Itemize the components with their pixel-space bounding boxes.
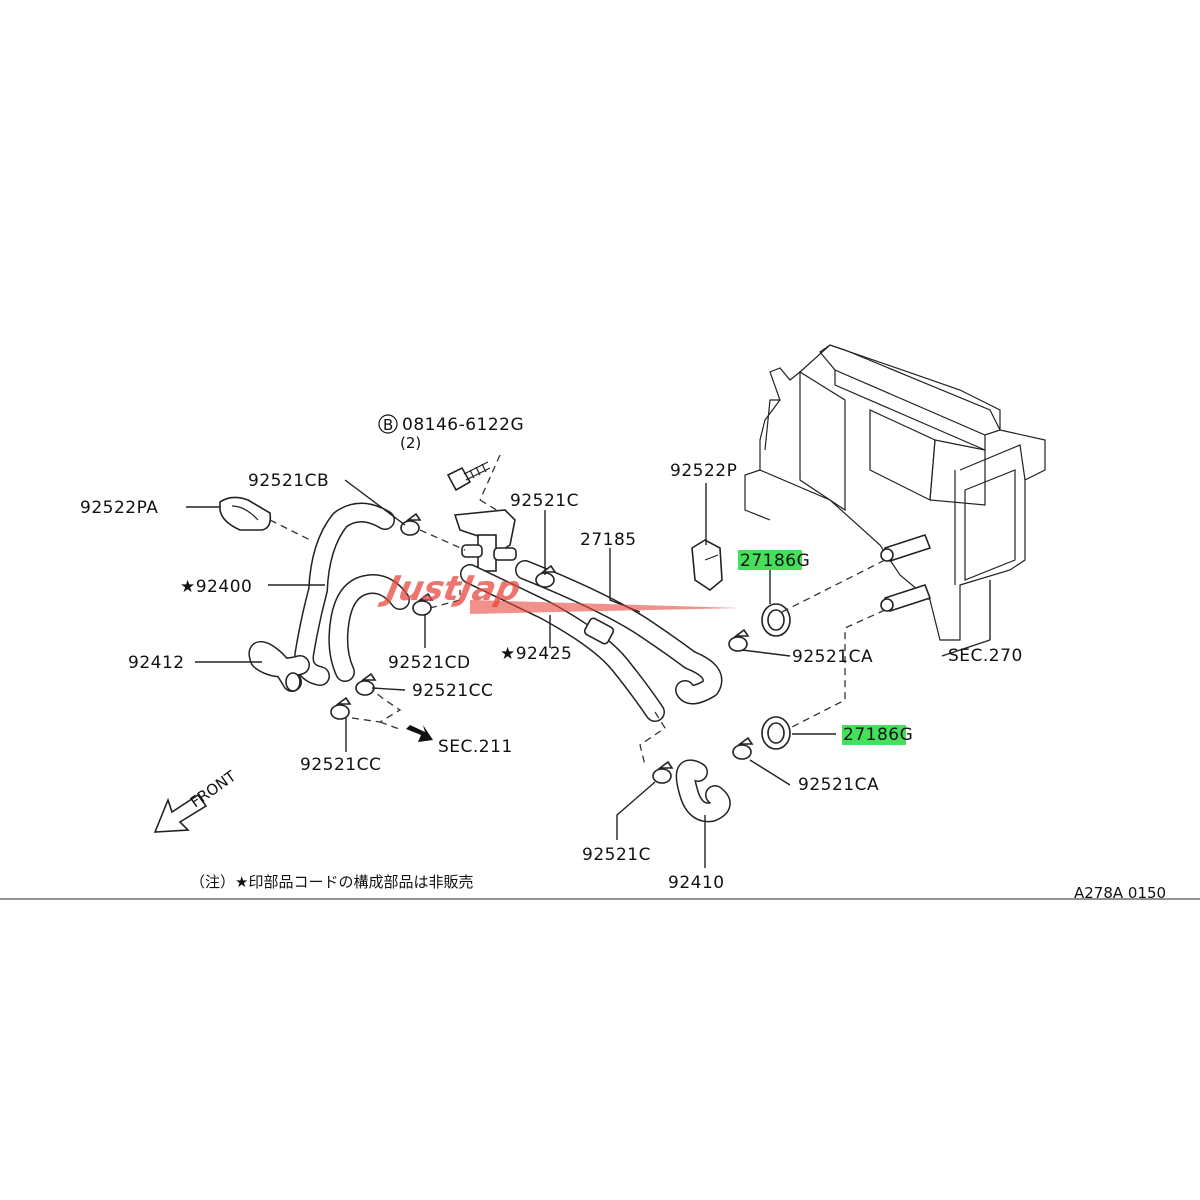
watermark-logo: JustJap <box>377 569 740 614</box>
label-27186G-bottom: 27186G <box>843 725 913 745</box>
pipe-92425 <box>460 564 665 722</box>
note-text: （注）★印部品コードの構成部品は非販売 <box>190 873 473 891</box>
bolt-callout-letter: B <box>383 416 393 434</box>
grommet-top <box>761 603 791 637</box>
clamp-92522P <box>691 539 723 591</box>
front-arrow-icon <box>153 793 208 833</box>
routing-lines <box>269 519 886 766</box>
hose-92410 <box>675 759 731 823</box>
label-92400: ★92400 <box>180 577 252 597</box>
label-92410: 92410 <box>668 873 725 893</box>
sec211-arrow-icon <box>406 725 433 742</box>
label-92521CA-top: 92521CA <box>792 647 873 667</box>
label-27186G-top: 27186G <box>740 551 810 571</box>
label-92521C-bottom: 92521C <box>582 845 651 865</box>
label-bolt-qty: (2) <box>400 434 421 452</box>
bolt <box>446 461 491 492</box>
heater-unit <box>744 344 1046 641</box>
label-92521CD: 92521CD <box>388 653 471 673</box>
label-92425: ★92425 <box>500 644 572 664</box>
label-92521CC-b: 92521CC <box>300 755 381 775</box>
hose-27185 <box>515 560 723 705</box>
label-front: FRONT <box>187 767 240 812</box>
hose-92412 <box>248 641 310 692</box>
label-92521CA-bottom: 92521CA <box>798 775 879 795</box>
highlight-27186G-bottom <box>842 725 906 745</box>
highlight-27186G-top <box>738 550 802 570</box>
clamp-92522PA <box>219 496 272 531</box>
label-92521CB: 92521CB <box>248 471 329 491</box>
water-valve <box>453 454 517 572</box>
label-92522P: 92522P <box>670 461 737 481</box>
label-27185: 27185 <box>580 530 637 550</box>
watermark-text: JustJap <box>377 569 525 609</box>
label-08146-6122G: 08146-6122G <box>402 415 524 435</box>
bolt-callout-circle <box>378 414 398 434</box>
grommet-bottom <box>761 716 791 750</box>
label-92412: 92412 <box>128 653 185 673</box>
label-92521C-top: 92521C <box>510 491 579 511</box>
label-sec211: SEC.211 <box>438 737 513 757</box>
label-92521CC-a: 92521CC <box>412 681 493 701</box>
label-92522PA: 92522PA <box>80 498 158 518</box>
label-sec270: SEC.270 <box>948 646 1023 666</box>
diagram-code: A278A 0150 <box>1074 884 1166 902</box>
